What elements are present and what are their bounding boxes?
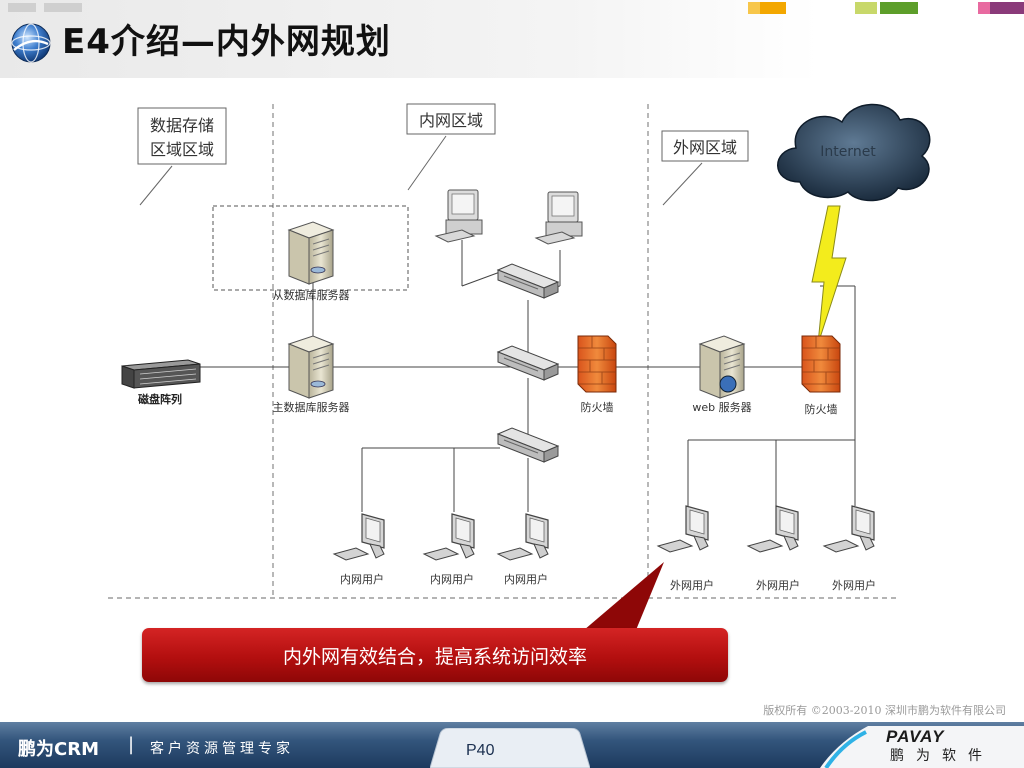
- label-intranet-user: 内网用户: [430, 572, 474, 586]
- callout-text: 内外网有效结合，提高系统访问效率: [282, 645, 587, 668]
- slide-header: [0, 0, 1024, 78]
- intranet-pc: [535, 191, 583, 245]
- accent-square: [760, 2, 786, 14]
- footer-separator: |: [128, 734, 135, 755]
- disk-array: [121, 359, 201, 389]
- svg-text:数据存储: 数据存储: [150, 116, 214, 135]
- label-extranet-user: 外网用户: [670, 578, 714, 592]
- accent-square: [880, 2, 918, 14]
- master-db-server: [288, 335, 334, 399]
- label-extranet-user: 外网用户: [832, 578, 876, 592]
- firewall-internal: [577, 335, 617, 393]
- extranet-user-terminal: [657, 505, 709, 553]
- network-switch: [497, 263, 559, 299]
- intranet-user-terminal: [497, 513, 549, 561]
- label-firewall-external: 防火墙: [805, 402, 838, 416]
- svg-text:Internet: Internet: [820, 144, 876, 160]
- svg-text:内网区域: 内网区域: [419, 111, 483, 130]
- intranet-pc: [435, 189, 483, 243]
- intranet-user-terminal: [423, 513, 475, 561]
- page-number-tab: [430, 728, 590, 768]
- label-slave-db: 从数据库服务器: [273, 288, 350, 302]
- internet-cloud: Internet: [777, 103, 931, 202]
- accent-square: [978, 2, 990, 14]
- label-extranet-user: 外网用户: [756, 578, 800, 592]
- svg-text:区域区域: 区域区域: [150, 140, 214, 159]
- callout-box: 内外网有效结合，提高系统访问效率: [142, 628, 728, 682]
- header-decoration: [44, 3, 82, 12]
- label-web-server: web 服务器: [692, 401, 751, 414]
- page-number: P40: [466, 742, 495, 759]
- label-intranet-user: 内网用户: [504, 572, 548, 586]
- slave-db-server: [288, 221, 334, 285]
- footer-brand: 鹏为CRM: [18, 739, 99, 760]
- zone-label-intranet: 内网区域: [406, 103, 496, 191]
- logo-subtitle: 鹏为软件: [890, 748, 994, 764]
- extranet-user-terminal: [823, 505, 875, 553]
- accent-square: [855, 2, 877, 14]
- accent-square: [990, 2, 1024, 14]
- callout-pointer: [584, 562, 664, 630]
- intranet-user-terminal: [333, 513, 385, 561]
- company-logo: [820, 726, 1024, 768]
- label-master-db: 主数据库服务器: [273, 400, 350, 414]
- footer-tagline: 客户资源管理专家: [150, 741, 294, 757]
- svg-text:外网区域: 外网区域: [673, 138, 737, 157]
- label-firewall-internal: 防火墙: [581, 400, 614, 414]
- label-disk-array: 磁盘阵列: [138, 392, 182, 406]
- accent-square: [748, 2, 760, 14]
- label-intranet-user: 内网用户: [340, 572, 384, 586]
- header-decoration: [8, 3, 36, 12]
- zone-label-extranet: 外网区域: [661, 130, 749, 206]
- zone-label-storage: 数据存储 区域区域: [137, 107, 227, 206]
- logo-wordmark: PAVAY: [886, 727, 945, 746]
- globe-icon: [719, 375, 737, 393]
- copyright-text: 版权所有 ©2003-2010 深圳市鹏为软件有限公司: [763, 704, 1006, 717]
- extranet-user-terminal: [747, 505, 799, 553]
- firewall-external: [801, 335, 841, 393]
- page-title: E4介绍—内外网规划: [62, 22, 391, 62]
- lightning-icon: [811, 205, 847, 345]
- globe-icon: [11, 23, 51, 63]
